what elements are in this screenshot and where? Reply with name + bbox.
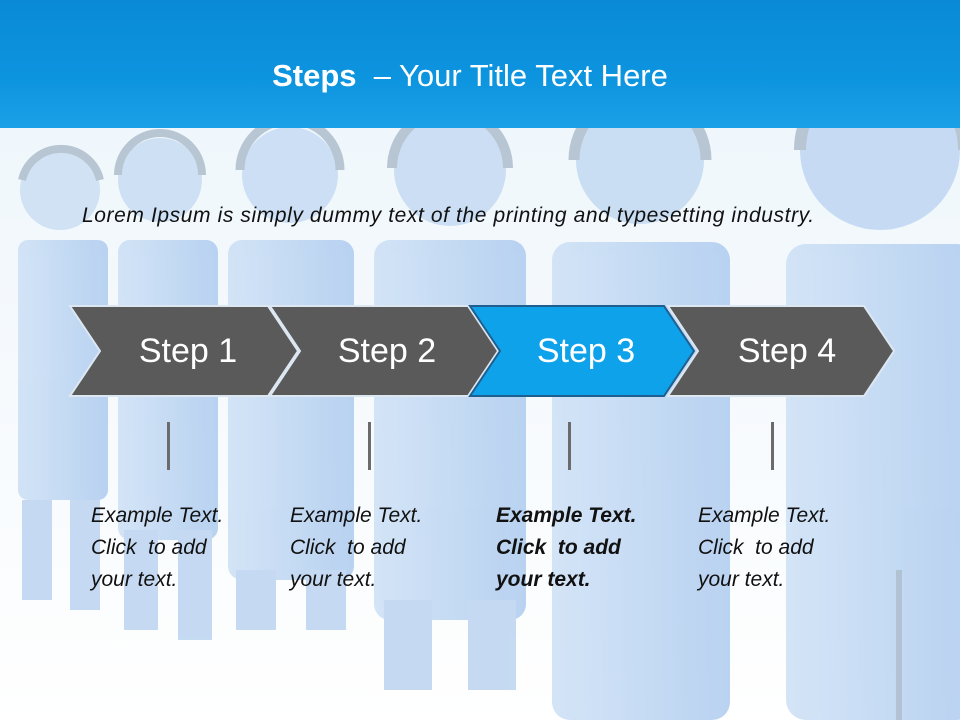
- step-2-line-1: Example Text.: [290, 504, 423, 527]
- step-1-arrow[interactable]: [68, 305, 300, 397]
- intro-text[interactable]: Lorem Ipsum is simply dummy text of the …: [82, 204, 815, 227]
- step-2-text[interactable]: Example Text. Click to add your text.: [290, 500, 460, 596]
- step-4-line-1: Example Text.: [698, 504, 831, 527]
- step-2-connector: [368, 422, 371, 470]
- step-4-text[interactable]: Example Text. Click to add your text.: [698, 500, 868, 596]
- step-3-line-1: Example Text.: [496, 504, 637, 527]
- title-bold-text: Steps: [272, 58, 357, 93]
- step-1-text[interactable]: Example Text. Click to add your text.: [91, 500, 261, 596]
- slide-title[interactable]: Steps – Your Title Text Here: [0, 56, 940, 96]
- step-1-line-2: Click to add: [91, 536, 207, 559]
- step-3-line-3: your text.: [496, 568, 591, 591]
- step-2-line-2: Click to add: [290, 536, 406, 559]
- step-1-line-3: your text.: [91, 568, 178, 591]
- step-4-line-3: your text.: [698, 568, 785, 591]
- step-4-label: Step 4: [737, 332, 837, 370]
- step-1-line-1: Example Text.: [91, 504, 224, 527]
- step-3-text[interactable]: Example Text. Click to add your text.: [496, 500, 666, 596]
- step-1-connector: [167, 422, 170, 470]
- step-2-arrow[interactable]: [268, 305, 500, 397]
- title-bar: [0, 0, 960, 128]
- step-4-arrow[interactable]: [666, 305, 896, 397]
- step-2-label: Step 2: [337, 332, 437, 370]
- step-3-arrow[interactable]: [468, 305, 696, 397]
- step-4-connector: [771, 422, 774, 470]
- title-rest-text: – Your Title Text Here: [373, 58, 668, 93]
- step-3-line-2: Click to add: [496, 536, 621, 559]
- step-2-line-3: your text.: [290, 568, 377, 591]
- step-4-line-2: Click to add: [698, 536, 814, 559]
- step-1-label: Step 1: [138, 332, 238, 370]
- step-3-connector: [568, 422, 571, 470]
- step-3-label: Step 3: [536, 332, 636, 370]
